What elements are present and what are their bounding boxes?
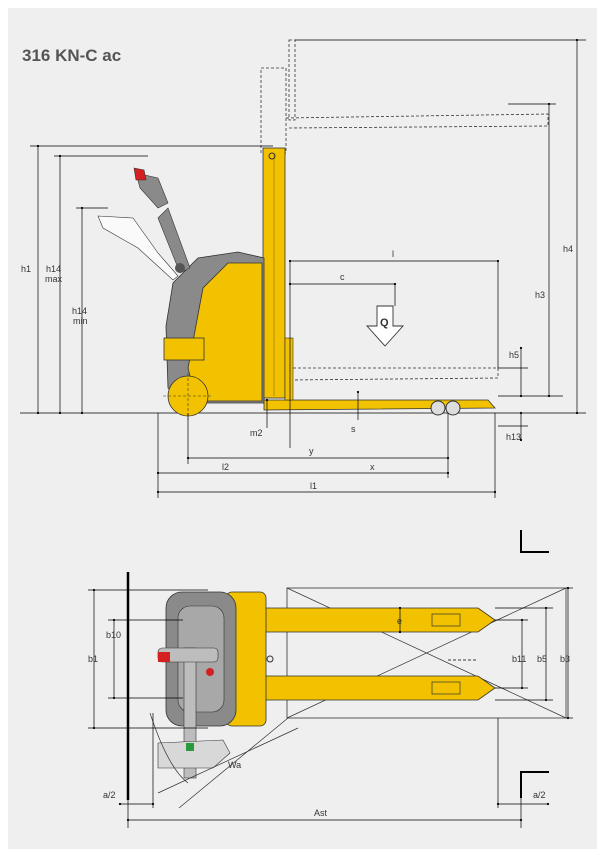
- top-view-labels: b1 b10 e b11 b5 b3 Wa a/2 a/2 Ast: [88, 616, 570, 818]
- label-b10: b10: [106, 630, 121, 640]
- label-b1: b1: [88, 654, 98, 664]
- label-l1: l1: [310, 481, 317, 491]
- raised-mast-outline: [260, 39, 549, 154]
- label-ast: Ast: [314, 808, 328, 818]
- tiller-head-top: [157, 739, 231, 769]
- label-e: e: [397, 616, 402, 626]
- label-m2: m2: [250, 428, 263, 438]
- label-c: c: [340, 272, 345, 282]
- corner-mark-bottom: [520, 771, 549, 798]
- tiller-low-outline: [97, 215, 179, 281]
- label-s: s: [351, 424, 356, 434]
- label-h14-max-a: h14: [46, 264, 61, 274]
- label-h5: h5: [509, 350, 519, 360]
- top-view: b1 b10 e b11 b5 b3 Wa a/2 a/2 Ast: [88, 572, 573, 828]
- label-h13: h13: [506, 432, 521, 442]
- fork-bottom: [257, 675, 496, 701]
- label-h3: h3: [535, 290, 545, 300]
- label-l: l: [392, 249, 394, 259]
- label-y: y: [309, 446, 314, 456]
- label-a2-left: a/2: [103, 790, 116, 800]
- side-view-labels: h1 h14 max h14 min h4 h3 h5 h13 l c m2 s…: [21, 244, 573, 491]
- load-arrow-icon: [365, 305, 405, 347]
- side-vertical-dimensions: [30, 38, 586, 498]
- top-view-dimensions: [88, 586, 573, 828]
- technical-drawing: Q: [20, 38, 586, 828]
- load-roller-1: [430, 400, 446, 416]
- label-h14-max-b: max: [45, 274, 63, 284]
- model-title: 316 KN-C ac: [22, 46, 122, 65]
- corner-mark-top: [520, 530, 549, 553]
- pallet-outline: [286, 587, 567, 719]
- label-a2-right: a/2: [533, 790, 546, 800]
- tiller-arm: [157, 207, 191, 274]
- fork-top: [257, 607, 496, 633]
- drawing-canvas: 316 KN-C ac: [8, 8, 597, 849]
- load-symbol: Q: [380, 317, 389, 329]
- label-l2: l2: [222, 462, 229, 472]
- label-h1: h1: [21, 264, 31, 274]
- label-h14-min-b: min: [73, 316, 88, 326]
- label-b11: b11: [512, 654, 526, 664]
- label-h4: h4: [563, 244, 573, 254]
- label-h14-min-a: h14: [72, 306, 87, 316]
- tiller-head: [135, 172, 169, 209]
- label-b3: b3: [560, 654, 570, 664]
- side-view: Q: [20, 38, 586, 498]
- label-b5: b5: [537, 654, 547, 664]
- label-wa: Wa: [228, 760, 241, 770]
- raised-fork-outline: [288, 367, 499, 381]
- load-roller-2: [445, 400, 461, 416]
- label-x: x: [370, 462, 375, 472]
